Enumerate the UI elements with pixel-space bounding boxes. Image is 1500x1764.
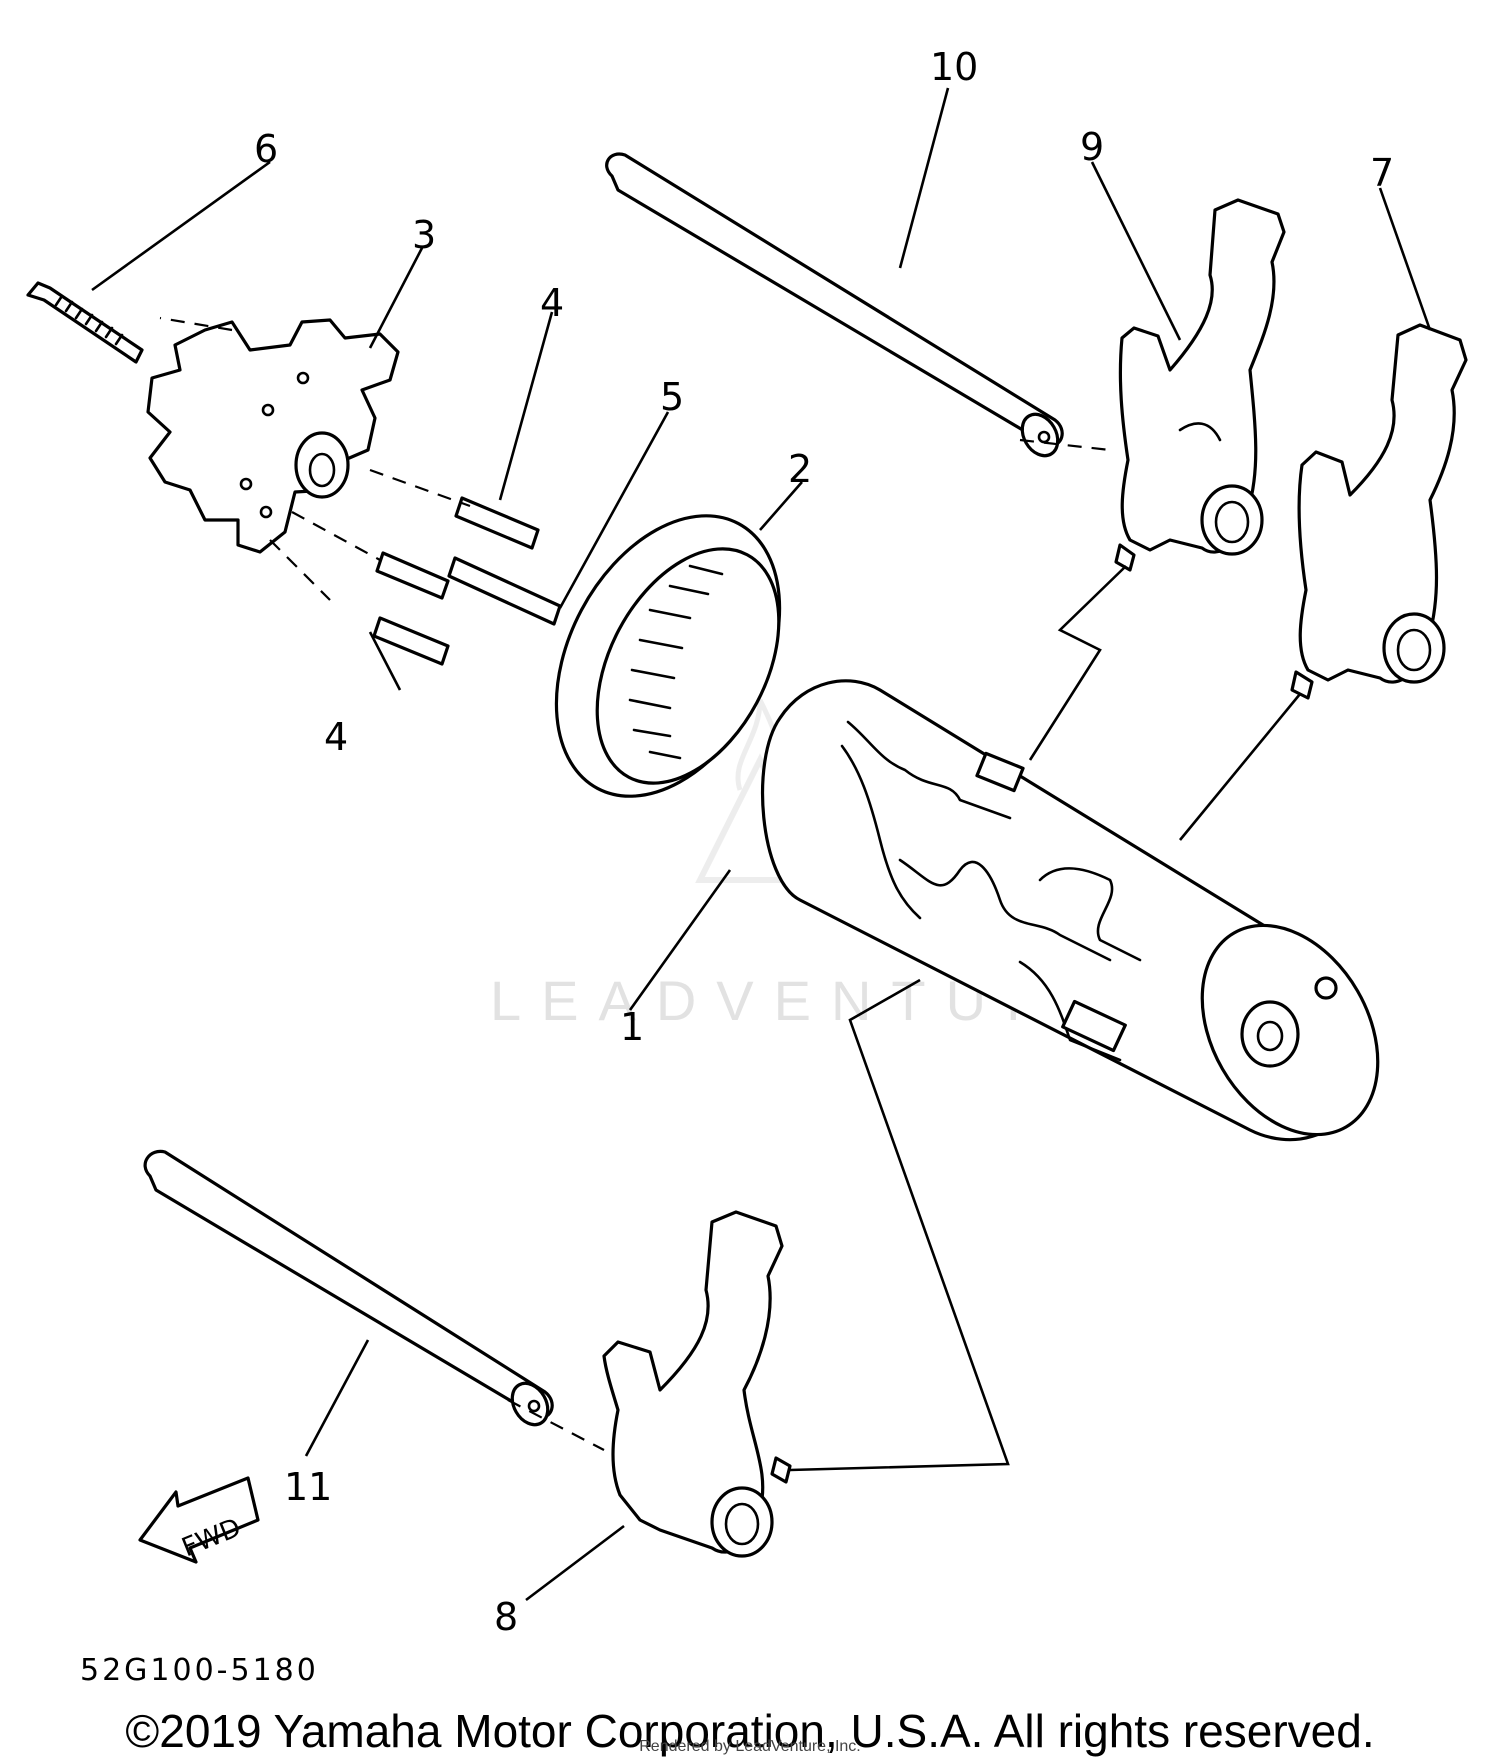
diagram-code: 52G100-5180 — [80, 1653, 319, 1688]
part-10-guide-bar-upper — [605, 152, 1064, 458]
part-7-shift-fork-right — [1290, 323, 1468, 700]
callout-6: 6 — [254, 127, 278, 171]
callout-3: 3 — [412, 213, 436, 257]
part-9-shift-fork-upper — [1114, 198, 1286, 572]
copyright-notice: ©2019 Yamaha Motor Corporation, U.S.A. A… — [125, 1705, 1375, 1757]
callout-5: 5 — [660, 375, 684, 419]
callout-1: 1 — [620, 1005, 644, 1049]
part-4-pin-upper — [454, 496, 540, 550]
part-3-segment — [146, 318, 400, 554]
callouts: 10 9 7 6 3 4 5 2 4 1 11 8 — [254, 45, 1394, 1639]
part-5-pin-long — [447, 556, 562, 626]
part-2-bearing — [554, 514, 782, 798]
part-4-pin-lower — [372, 616, 450, 666]
part-8-shift-fork-lower — [602, 1210, 792, 1558]
callout-8: 8 — [494, 1595, 518, 1639]
callout-2: 2 — [788, 447, 812, 491]
callout-4-lower: 4 — [324, 715, 348, 759]
fwd-arrow-icon: FWD — [138, 1476, 260, 1564]
callout-10: 10 — [930, 45, 978, 89]
leader-lines — [91, 87, 1432, 1602]
callout-4-upper: 4 — [540, 281, 564, 325]
part-11-guide-bar-lower — [143, 1149, 554, 1427]
part-5-pin-mid — [375, 551, 450, 600]
callout-11: 11 — [284, 1465, 332, 1509]
rendered-by-notice: Rendered by LeadVenture, Inc. — [639, 1738, 861, 1755]
callout-9: 9 — [1080, 125, 1104, 169]
part-1-shift-drum — [760, 679, 1380, 1142]
part-6-bolt — [26, 281, 144, 364]
callout-7: 7 — [1370, 151, 1394, 195]
